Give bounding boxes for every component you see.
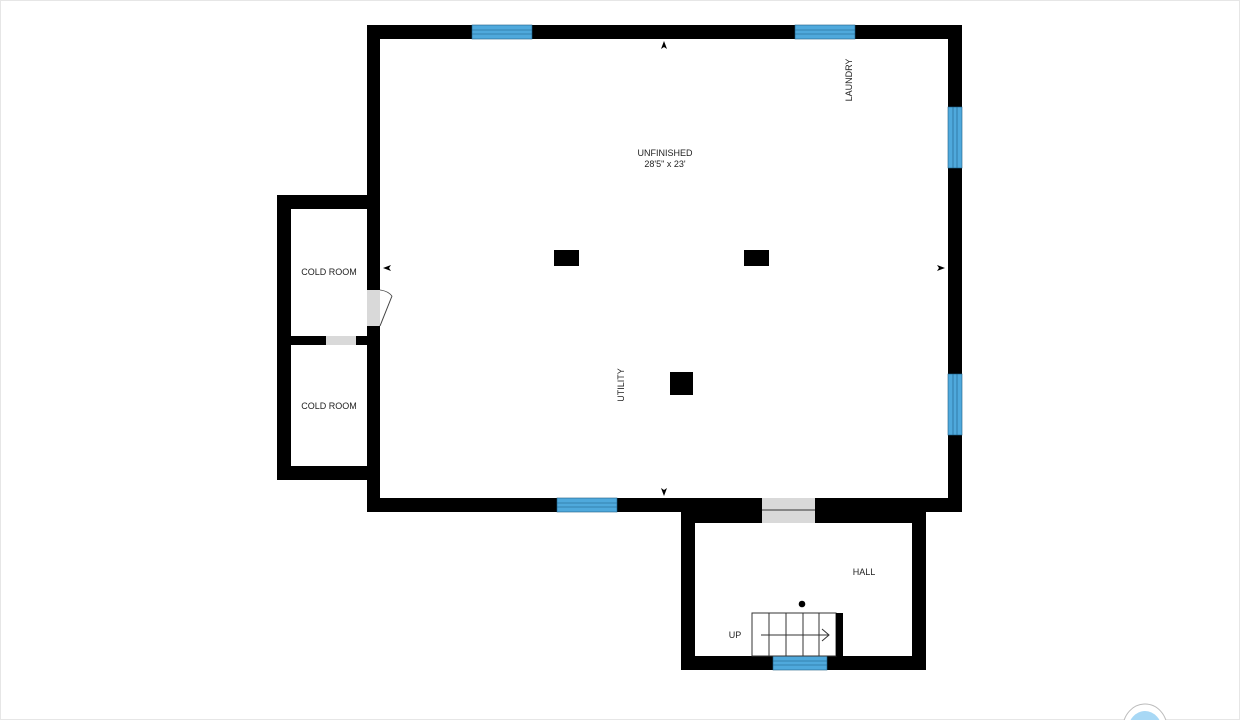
room-label-hall: HALL xyxy=(853,567,876,577)
column xyxy=(554,250,579,266)
room-label-utility: UTILITY xyxy=(616,368,626,402)
room-label-laundry: LAUNDRY xyxy=(844,59,854,102)
stairs xyxy=(751,600,843,657)
window xyxy=(794,24,856,40)
window xyxy=(556,497,618,513)
window xyxy=(947,106,963,169)
door xyxy=(367,289,393,327)
windows xyxy=(471,24,963,671)
column xyxy=(670,372,693,395)
arrow-left-icon xyxy=(383,265,391,271)
hall-walls xyxy=(681,498,926,670)
arrow-up-icon xyxy=(661,41,667,49)
column xyxy=(744,250,769,266)
cold-room-walls xyxy=(277,195,380,480)
cold-room-doorway xyxy=(326,336,356,345)
room-dimensions-unfinished: 28'5" x 23' xyxy=(644,159,685,169)
main-room-walls xyxy=(367,25,962,512)
window xyxy=(947,373,963,436)
post-dot xyxy=(798,600,806,608)
room-label-cold-room: COLD ROOM xyxy=(301,267,357,277)
room-label-cold-room: COLD ROOM xyxy=(301,401,357,411)
window xyxy=(471,24,533,40)
arrow-right-icon xyxy=(937,265,945,271)
compass-badge-icon xyxy=(1123,703,1167,720)
arrow-down-icon xyxy=(661,488,667,496)
stairs-arrow-icon xyxy=(821,628,830,642)
columns xyxy=(554,250,769,395)
direction-arrows xyxy=(383,41,945,496)
stairs-label: UP xyxy=(729,630,742,640)
room-label-unfinished: UNFINISHED xyxy=(637,148,693,158)
window xyxy=(772,655,828,671)
